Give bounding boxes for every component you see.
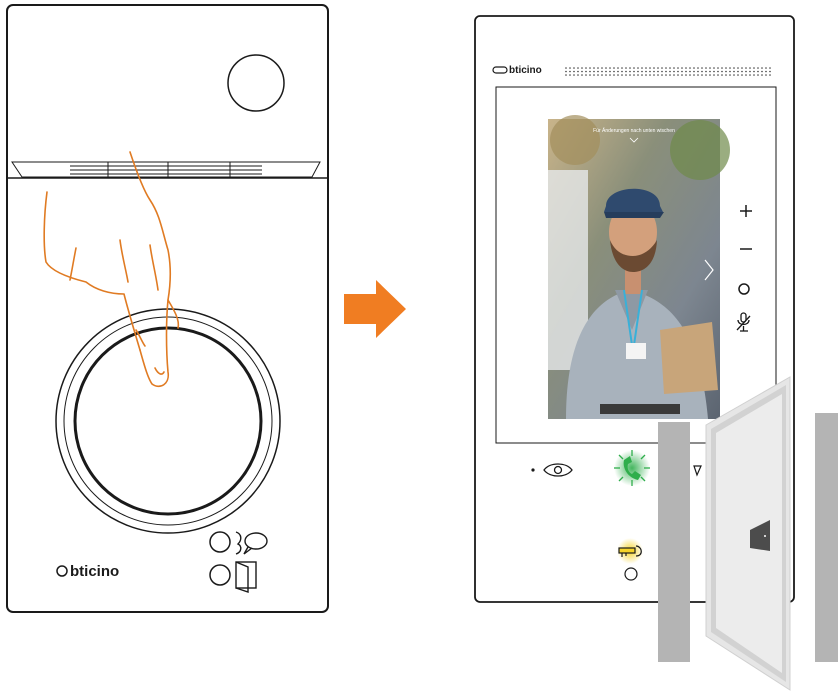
camera-lens — [228, 55, 284, 111]
door-illustration — [658, 377, 838, 690]
call-ring[interactable] — [56, 309, 280, 533]
answer-button[interactable] — [614, 450, 650, 486]
svg-text:bticino: bticino — [70, 563, 119, 580]
video-feed[interactable]: Für Änderungen nach unten wischen — [548, 115, 730, 419]
arrow-right-icon — [344, 280, 406, 338]
svg-text:bticino: bticino — [509, 65, 542, 76]
entrance-panel: bticino — [7, 5, 328, 612]
door-frame-right — [815, 413, 838, 662]
led-dot — [531, 468, 534, 471]
screen-swipe-hint: Für Änderungen nach unten wischen — [593, 127, 675, 134]
door-frame-left — [658, 422, 690, 662]
